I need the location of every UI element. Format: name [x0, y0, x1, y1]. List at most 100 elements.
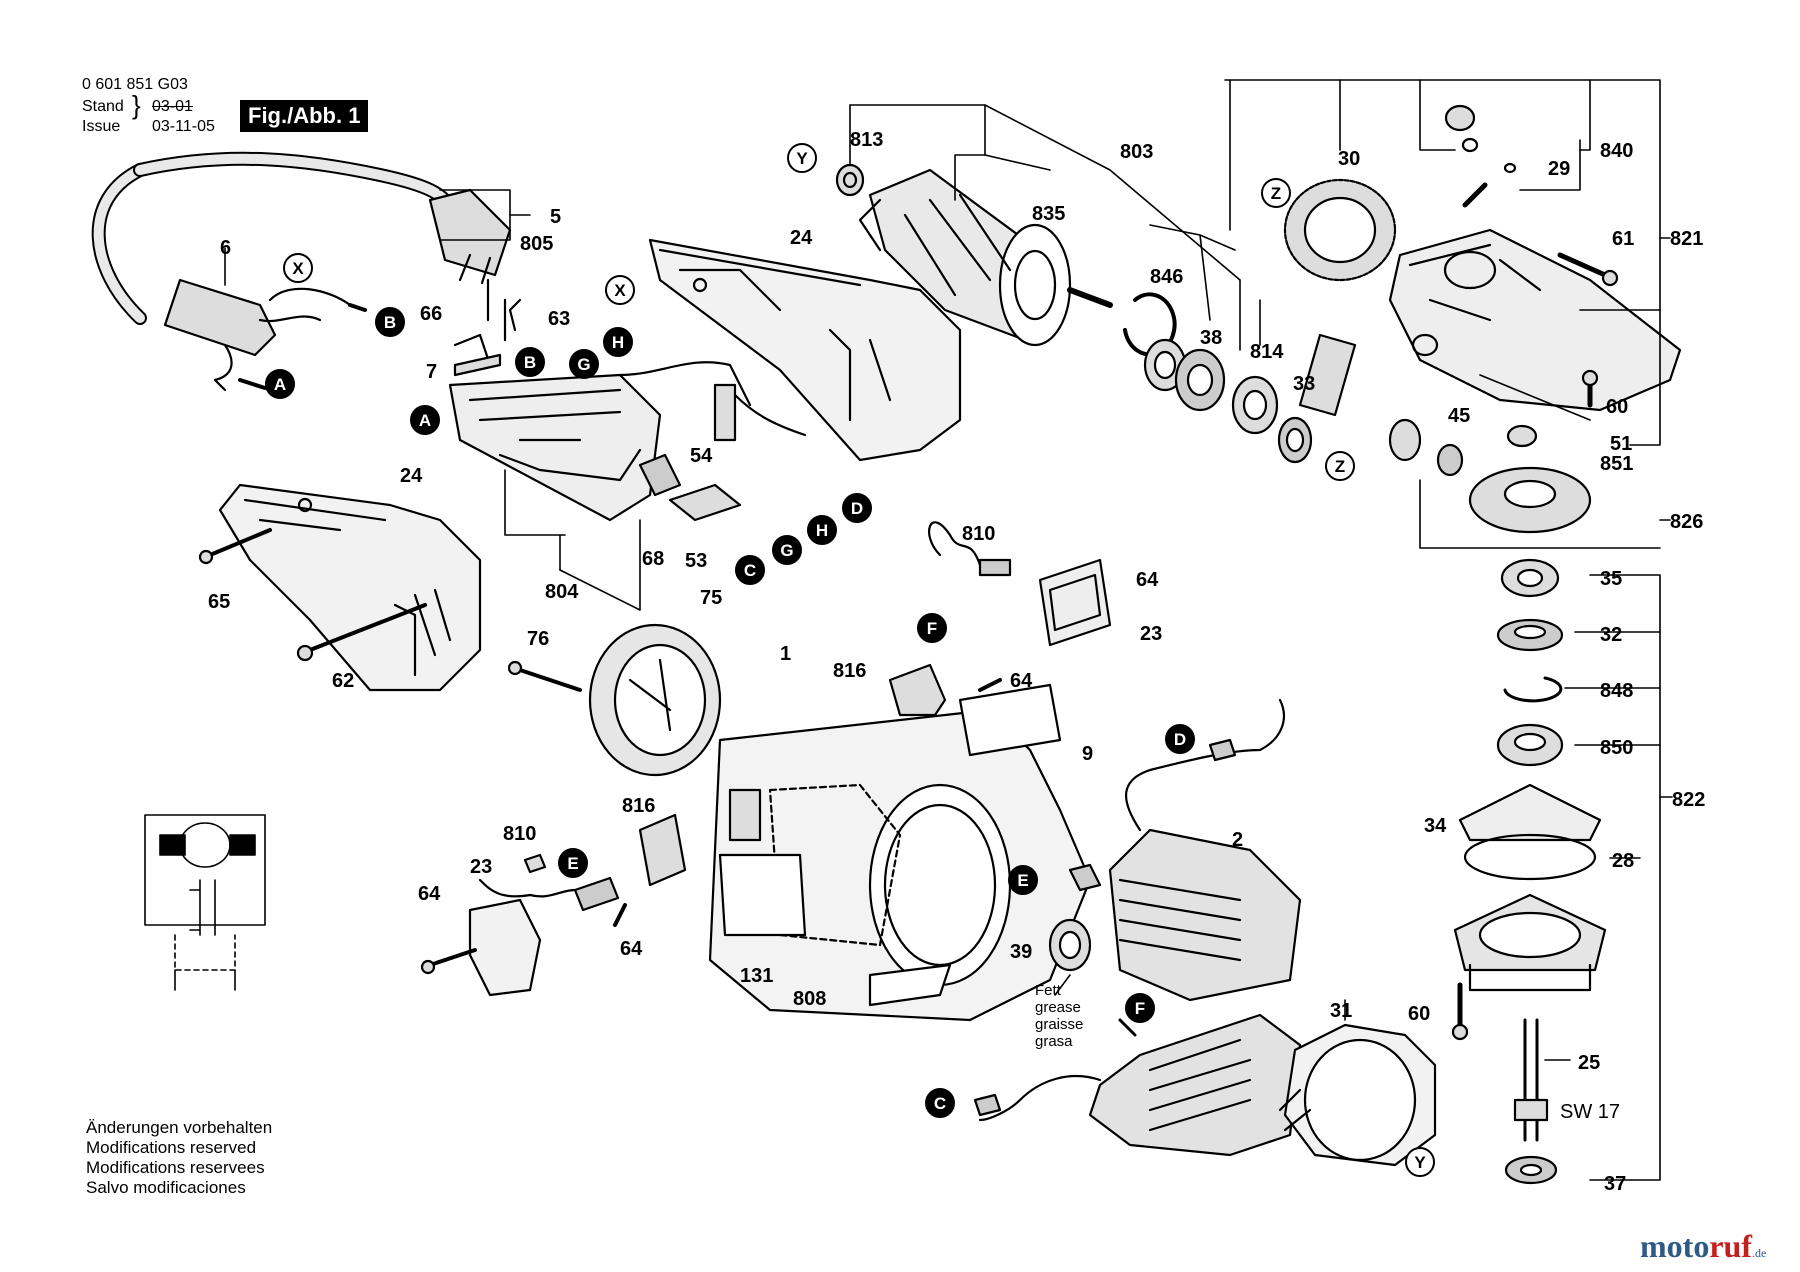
callout-75: 75 — [700, 587, 722, 609]
callout-24: 24 — [400, 465, 423, 487]
wiring-schematic — [144, 814, 266, 991]
note-line: Modifications reservees — [86, 1158, 265, 1177]
connector-badge-circle — [842, 493, 872, 523]
fan-cover-drawing — [1278, 999, 1437, 1167]
watermark-suffix: .de — [1751, 1246, 1767, 1260]
callout-848: 848 — [1600, 680, 1633, 702]
callout-28: 28 — [1612, 850, 1634, 872]
callout-850: 850 — [1600, 737, 1633, 759]
callout-821: 821 — [1670, 228, 1703, 250]
connector-badge-circle — [772, 535, 802, 565]
motor-housing-drawing — [507, 623, 1092, 1022]
callout-6: 6 — [220, 237, 231, 259]
callout-66: 66 — [420, 303, 442, 325]
callout-2: 2 — [1232, 829, 1243, 851]
switch-module-drawing — [448, 278, 807, 522]
connector-badge-circle — [558, 848, 588, 878]
field-coil-lower-drawing — [973, 918, 1302, 1157]
connector-badge-e: E — [558, 848, 588, 878]
callout-826: 826 — [1670, 511, 1703, 533]
callout-65: 65 — [208, 591, 230, 613]
connector-badge-g: G — [569, 349, 599, 379]
handle-half-right-drawing — [648, 238, 962, 462]
callout-840: 840 — [1600, 140, 1633, 162]
callout-60: 60 — [1606, 396, 1628, 418]
connector-badge-d: D — [1165, 724, 1195, 754]
connector-badge-e: E — [1008, 865, 1038, 895]
connector-badge-letter: A — [274, 375, 286, 394]
connector-badge-letter: Z — [1335, 457, 1345, 476]
callout-835: 835 — [1032, 203, 1065, 225]
leader-846-38-814 — [1149, 224, 1261, 346]
issue-date: 03-11-05 — [152, 118, 215, 135]
connector-badge-letter: D — [1174, 730, 1186, 749]
armature-drawing — [835, 163, 1113, 347]
connector-badge-h: H — [603, 327, 633, 357]
callout-822: 822 — [1672, 789, 1705, 811]
callout-131: 131 — [740, 965, 773, 987]
callout-39: 39 — [1010, 941, 1032, 963]
callout-29: 29 — [1548, 158, 1570, 180]
connector-badge-circle — [787, 143, 817, 173]
callout-24: 24 — [790, 227, 813, 249]
connector-badge-letter: A — [419, 411, 431, 430]
connector-badge-circle — [1325, 451, 1355, 481]
connector-badge-b: B — [375, 307, 405, 337]
connector-badge-letter: Y — [796, 149, 808, 168]
callout-38: 38 — [1200, 327, 1222, 349]
gear-housing-drawing — [1283, 104, 1682, 534]
connector-badge-z: Z — [1325, 451, 1355, 481]
callout-803: 803 — [1120, 141, 1153, 163]
callout-816: 816 — [622, 795, 655, 817]
connector-badge-letter: X — [614, 281, 626, 300]
connector-badge-z: Z — [1261, 178, 1291, 208]
connector-badge-y: Y — [787, 143, 817, 173]
callout-64: 64 — [620, 938, 643, 960]
connector-badge-circle — [925, 1088, 955, 1118]
leader-5-805 — [224, 189, 531, 286]
callout-51: 51 — [1610, 433, 1632, 455]
connector-badge-c: C — [735, 555, 765, 585]
callout-64: 64 — [418, 883, 441, 905]
callout-32: 32 — [1600, 624, 1622, 646]
connector-badge-letter: X — [292, 259, 304, 278]
connector-badge-letter: G — [780, 541, 793, 560]
connector-badge-circle — [1008, 865, 1038, 895]
stand-label: Stand — [82, 98, 124, 115]
connector-badge-circle — [1405, 1147, 1435, 1177]
callout-54: 54 — [690, 445, 713, 467]
thread-note: SW 17 — [1560, 1101, 1620, 1123]
connector-badge-circle — [917, 613, 947, 643]
grease-note-line: grease — [1035, 999, 1081, 1016]
connector-badge-letter: G — [577, 355, 590, 374]
callout-61: 61 — [1612, 228, 1634, 250]
watermark-logo: motoruf.de — [1640, 1228, 1766, 1265]
callout-805: 805 — [520, 233, 553, 255]
callout-33: 33 — [1293, 373, 1315, 395]
connector-badge-circle — [807, 515, 837, 545]
connector-badge-letter: F — [927, 619, 937, 638]
handle-half-left-drawing — [198, 483, 482, 692]
callout-31: 31 — [1330, 1000, 1352, 1022]
leader-822 — [1544, 574, 1673, 1181]
callout-851: 851 — [1600, 453, 1633, 475]
callout-813: 813 — [850, 129, 883, 151]
bearing-stack-drawing — [1123, 292, 1357, 464]
callout-846: 846 — [1150, 266, 1183, 288]
callout-62: 62 — [332, 670, 354, 692]
connector-badge-d: D — [842, 493, 872, 523]
note-line: Modifications reserved — [86, 1138, 257, 1157]
connector-badge-circle — [605, 275, 635, 305]
callout-64: 64 — [1010, 670, 1033, 692]
brush-assembly-lower-drawing — [420, 813, 952, 1007]
connector-badge-circle — [410, 405, 440, 435]
callout-68: 68 — [642, 548, 664, 570]
callout-23: 23 — [470, 856, 492, 878]
callout-34: 34 — [1424, 815, 1447, 837]
field-coil-upper-drawing — [1068, 698, 1302, 1002]
connector-badge-circle — [735, 555, 765, 585]
connector-badge-circle — [569, 349, 599, 379]
